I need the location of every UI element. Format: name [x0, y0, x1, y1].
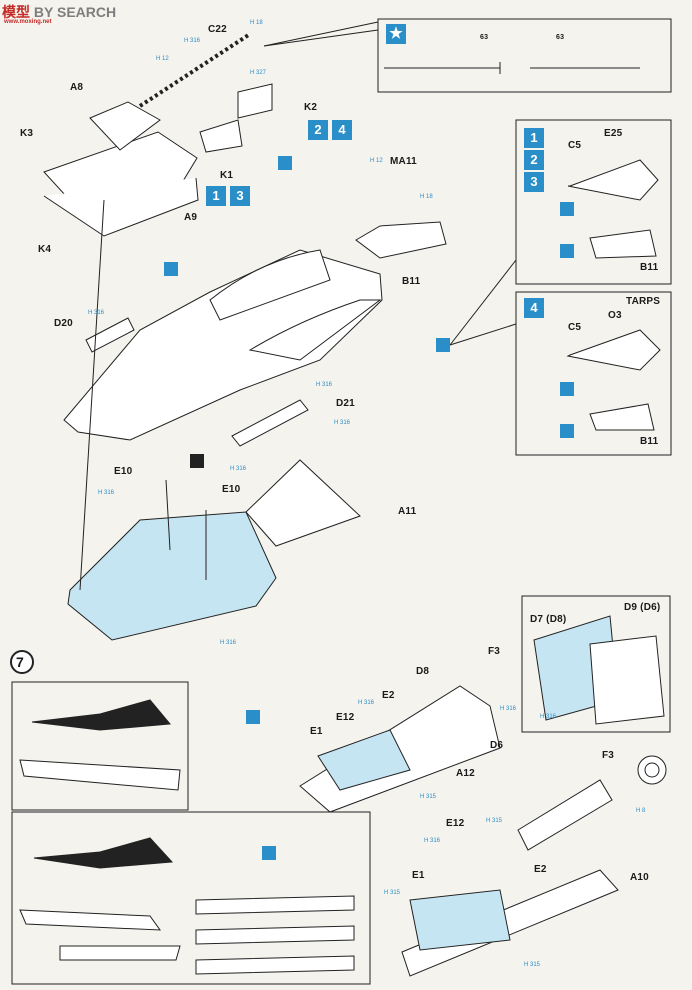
- part-label: E1: [310, 726, 323, 737]
- glue-icon: [262, 846, 276, 860]
- part-number: 63: [556, 34, 565, 41]
- flip-arrow-icon: [436, 338, 450, 352]
- part-label: D21: [336, 398, 355, 409]
- part-label: TARPS: [626, 296, 661, 307]
- part-label: E12: [336, 712, 355, 723]
- step-badge: 4: [332, 120, 352, 140]
- flip-arrow-icon: [278, 156, 292, 170]
- paint-code: H 316: [220, 640, 237, 646]
- paint-code: H 316: [358, 700, 375, 706]
- part-label: O3: [608, 310, 622, 321]
- part-label: B11: [640, 436, 659, 447]
- paint-code: H 12: [370, 158, 383, 164]
- part-label: E12: [446, 818, 465, 829]
- step7-circle: [10, 650, 34, 674]
- step-badge: 2: [308, 120, 328, 140]
- part-label: A9: [184, 212, 198, 223]
- watermark-brand: 模型: [2, 4, 30, 20]
- paint-code: H 316: [540, 714, 557, 720]
- paint-code: H 316: [334, 420, 351, 426]
- part-label: D20: [54, 318, 73, 329]
- watermark-domain: www.moxing.net: [4, 19, 52, 25]
- part-number: 63: [480, 34, 489, 41]
- paint-code: H 315: [524, 962, 541, 968]
- watermark-word: BY SEARCH: [33, 4, 117, 20]
- part-label: B11: [402, 276, 421, 287]
- part-label: A8: [70, 82, 84, 93]
- paint-code: H 316: [98, 490, 115, 496]
- paint-code: H 315: [420, 794, 437, 800]
- paint-code: H 316: [316, 382, 333, 388]
- paint-code: H 12: [156, 56, 169, 62]
- part-label: K3: [20, 128, 34, 139]
- step-badge: 4: [524, 298, 544, 318]
- part-label: C5: [568, 322, 582, 333]
- paint-code: H 18: [250, 20, 263, 26]
- part-label: A11: [398, 506, 417, 517]
- part-label: D7 (D8): [530, 614, 567, 625]
- part-label: B11: [640, 262, 659, 273]
- part-label: K4: [38, 244, 52, 255]
- part-label: D6: [490, 740, 504, 751]
- option-box-star: [377, 18, 672, 93]
- part-label: E10: [222, 484, 241, 495]
- paint-code: H 316: [424, 838, 441, 844]
- option-box-1-2-3: [515, 119, 672, 285]
- part-label: K1: [220, 170, 234, 181]
- paint-code: H 316: [88, 310, 105, 316]
- part-label: E10: [114, 466, 133, 477]
- option-box-4: [515, 291, 672, 456]
- step-badge: 1: [206, 186, 226, 206]
- part-label: D8: [416, 666, 430, 677]
- step7-box-b: [11, 811, 371, 985]
- step-badge: 3: [524, 172, 544, 192]
- glue-icon: [560, 424, 574, 438]
- glue-icon: [560, 202, 574, 216]
- glue-icon-dark: [190, 454, 204, 468]
- paint-code: H 8: [636, 808, 646, 814]
- intake-box: [521, 595, 671, 733]
- paint-code: H 315: [486, 818, 503, 824]
- paint-code: H 327: [250, 70, 267, 76]
- part-label: E25: [604, 128, 623, 139]
- step-badge: 1: [524, 128, 544, 148]
- part-label: A12: [456, 768, 475, 779]
- flip-arrow-icon: [246, 710, 260, 724]
- part-label: K2: [304, 102, 318, 113]
- paint-code: H 316: [230, 466, 247, 472]
- part-label: D9 (D6): [624, 602, 661, 613]
- paint-code: H 18: [420, 194, 433, 200]
- step-badge: 3: [230, 186, 250, 206]
- paint-code: H 316: [500, 706, 517, 712]
- star-icon: ★: [386, 24, 406, 44]
- part-label: C22: [208, 24, 227, 35]
- part-label: E2: [534, 864, 547, 875]
- watermark: 模型 BY SEARCH www.moxing.net: [2, 2, 117, 25]
- part-label: E2: [382, 690, 395, 701]
- part-label: A10: [630, 872, 649, 883]
- part-label: MA11: [390, 156, 417, 167]
- paint-code: H 316: [184, 38, 201, 44]
- part-label: F3: [488, 646, 501, 657]
- glue-icon: [560, 244, 574, 258]
- glue-icon: [560, 382, 574, 396]
- part-label: E1: [412, 870, 425, 881]
- step-badge: 2: [524, 150, 544, 170]
- step-number: 7: [16, 654, 24, 670]
- part-label: F3: [602, 750, 615, 761]
- glue-icon: [164, 262, 178, 276]
- part-label: C5: [568, 140, 582, 151]
- paint-code: H 315: [384, 890, 401, 896]
- step7-box-a: [11, 681, 189, 811]
